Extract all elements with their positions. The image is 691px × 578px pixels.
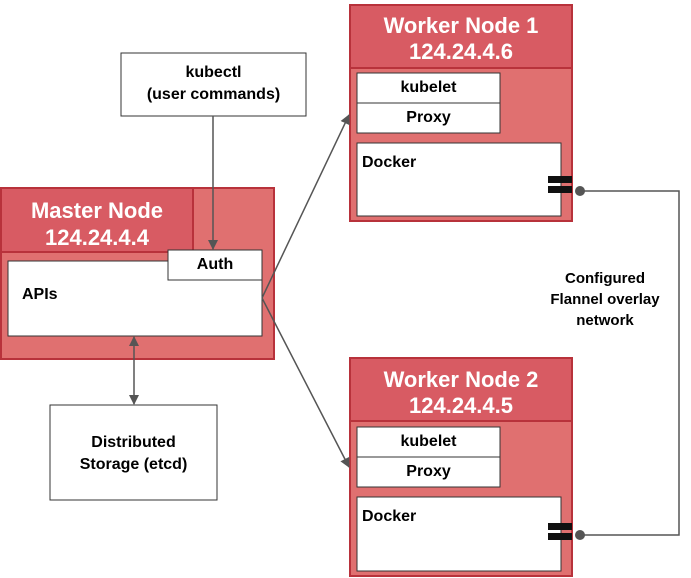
storage-box bbox=[49, 404, 218, 501]
worker2-kubelet-label: kubelet bbox=[400, 433, 457, 450]
master-node bbox=[0, 187, 275, 360]
worker2-kubelet-box bbox=[356, 426, 501, 458]
worker2-title: Worker Node 2 bbox=[383, 367, 539, 392]
worker1-title: Worker Node 1 bbox=[383, 13, 539, 38]
storage-sublabel: Storage (etcd) bbox=[79, 456, 188, 473]
network-label-line2: Flannel overlay bbox=[550, 291, 660, 308]
apis-to-worker1-arrow bbox=[261, 114, 350, 299]
master-node-title: Master Node bbox=[30, 198, 164, 223]
apis-label: APIs bbox=[22, 286, 58, 303]
kubectl-box bbox=[120, 52, 307, 117]
worker2-ip: 124.24.4.5 bbox=[409, 393, 513, 418]
worker1-proxy-label: Proxy bbox=[406, 109, 451, 126]
worker1-proxy-box bbox=[356, 102, 501, 134]
auth-label: Auth bbox=[196, 256, 234, 273]
flannel-overlay-link bbox=[580, 190, 680, 536]
storage-label: Distributed bbox=[91, 434, 176, 451]
worker2-docker-box bbox=[356, 496, 562, 572]
master-auth-box bbox=[167, 249, 263, 281]
kubectl-label: kubectl bbox=[185, 64, 242, 81]
master-node-header bbox=[0, 187, 194, 253]
network-label-line1: Configured bbox=[565, 270, 645, 287]
worker1-header bbox=[349, 4, 573, 69]
worker2-docker-label: Docker bbox=[362, 508, 417, 525]
worker1-network-port-icon bbox=[548, 176, 585, 196]
worker1-docker-box bbox=[356, 142, 562, 217]
worker1-docker-label: Docker bbox=[362, 154, 417, 171]
apis-to-worker2-arrow bbox=[261, 297, 350, 468]
kubectl-sublabel: (user commands) bbox=[146, 86, 281, 103]
worker1-kubelet-label: kubelet bbox=[400, 79, 457, 96]
worker-node-1 bbox=[349, 4, 573, 222]
worker-node-2 bbox=[349, 357, 573, 577]
worker1-ip: 124.24.4.6 bbox=[409, 39, 513, 64]
worker2-proxy-box bbox=[356, 456, 501, 488]
worker2-network-port-icon bbox=[548, 523, 585, 540]
network-label-line3: network bbox=[576, 312, 634, 329]
worker2-proxy-label: Proxy bbox=[406, 463, 451, 480]
master-node-ip: 124.24.4.4 bbox=[45, 225, 149, 250]
worker2-header bbox=[349, 357, 573, 422]
